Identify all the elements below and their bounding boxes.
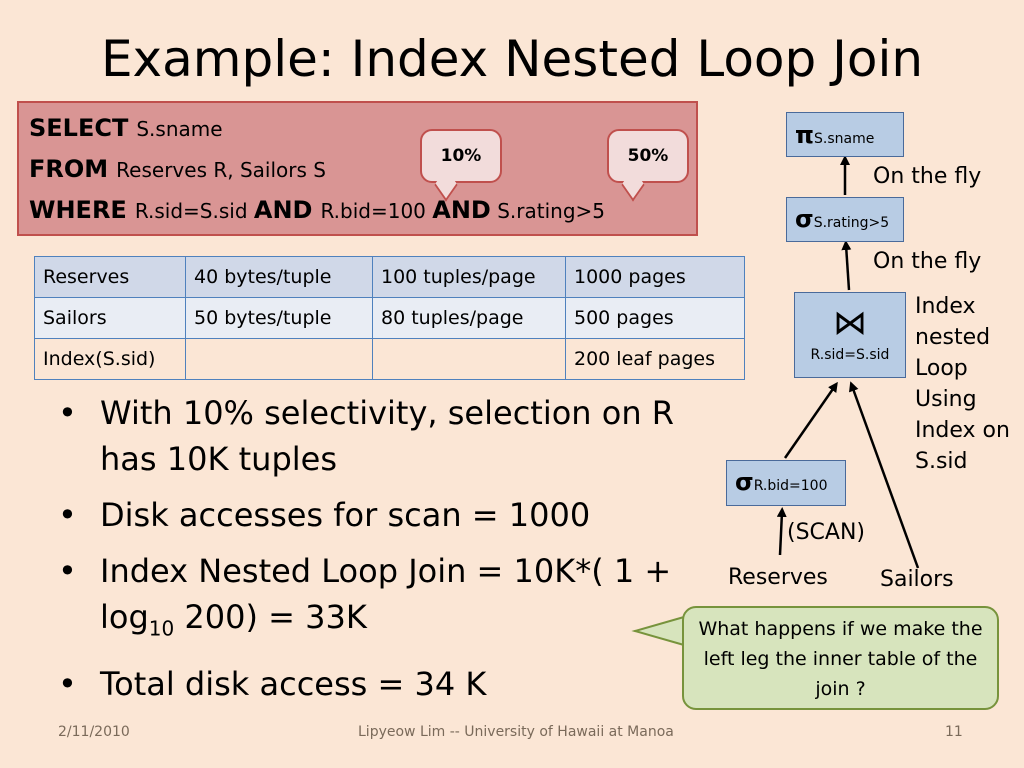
edge-selr-to-join	[783, 381, 838, 459]
selectivity-callout-50: 50%	[607, 129, 689, 202]
join-note-line: Loop	[915, 356, 968, 381]
edge-sailors-to-join	[849, 381, 920, 569]
table-cell: 1000 pages	[565, 256, 745, 298]
log-subscript: 10	[148, 616, 175, 641]
callout-50-label: 50%	[627, 146, 669, 166]
pi-symbol: π	[795, 121, 814, 149]
select-subscript: S.rating>5	[813, 215, 890, 231]
table-row: Index(S.sid) 200 leaf pages	[34, 338, 745, 380]
table-cell: Sailors	[34, 297, 186, 339]
sql-select-line: SELECT S.sname	[29, 114, 223, 142]
where-value-3: S.rating>5	[497, 199, 606, 223]
table-cell	[372, 338, 566, 380]
join-node: ⋈ R.sid=S.sid	[794, 292, 906, 378]
join-note-line: Index	[915, 294, 976, 319]
select-bid-node: σR.bid=100	[726, 460, 846, 506]
table-cell: Reserves	[34, 256, 186, 298]
scan-label: (SCAN)	[787, 520, 865, 545]
from-keyword: FROM	[29, 155, 109, 183]
edge-reserves-to-selr	[776, 507, 787, 556]
note-pointer	[631, 615, 685, 647]
sigma-symbol: σ	[795, 205, 814, 233]
from-value: Reserves R, Sailors S	[116, 158, 326, 182]
table-cell: 40 bytes/tuple	[185, 256, 373, 298]
join-note-line: nested	[915, 325, 991, 350]
and-keyword-1: AND	[253, 196, 313, 224]
bullet-text: With 10% selectivity, selection on R has…	[100, 394, 675, 478]
bullet-item: •Index Nested Loop Join = 10K*( 1 + log1…	[58, 552, 672, 641]
bullet-item: •Total disk access = 34 K	[58, 665, 487, 704]
edge-join-to-select	[841, 240, 852, 291]
join-method-note: Index nested Loop Using Index on S.sid	[915, 291, 1010, 477]
bullet-text: Total disk access = 34 K	[100, 665, 487, 704]
sailors-leaf: Sailors	[880, 567, 954, 592]
join-note-line: Using	[915, 387, 977, 412]
bullet-item: •With 10% selectivity, selection on R ha…	[58, 394, 675, 478]
footer-page-number: 11	[945, 724, 963, 740]
reserves-leaf: Reserves	[728, 565, 828, 590]
where-keyword: WHERE	[29, 196, 127, 224]
question-callout: What happens if we make the left leg the…	[682, 606, 999, 710]
where-value-1: R.sid=S.sid	[134, 199, 248, 223]
stats-table: Reserves 40 bytes/tuple 100 tuples/page …	[34, 256, 745, 380]
bullet-text-cont: 200) = 33K	[174, 598, 367, 636]
join-subscript: R.sid=S.sid	[810, 347, 890, 363]
where-value-2: R.bid=100	[320, 199, 426, 223]
footer-date: 2/11/2010	[58, 724, 130, 740]
table-cell: 100 tuples/page	[372, 256, 566, 298]
select-keyword: SELECT	[29, 114, 129, 142]
select-rating-node: σS.rating>5	[786, 197, 904, 242]
table-row: Reserves 40 bytes/tuple 100 tuples/page …	[34, 256, 745, 298]
join-note-line: Index on	[915, 418, 1010, 443]
and-keyword-2: AND	[432, 196, 491, 224]
selectivity-callout-10: 10%	[420, 129, 502, 202]
table-cell: 50 bytes/tuple	[185, 297, 373, 339]
table-cell: 80 tuples/page	[372, 297, 566, 339]
project-subscript: S.sname	[813, 131, 875, 147]
join-note-line: S.sid	[915, 449, 968, 474]
sigma-symbol: σ	[735, 468, 754, 496]
table-cell: Index(S.sid)	[34, 338, 186, 380]
callout-10-label: 10%	[440, 146, 482, 166]
on-the-fly-label-2: On the fly	[873, 249, 982, 274]
project-node: πS.sname	[786, 112, 904, 157]
table-cell: 500 pages	[565, 297, 745, 339]
join-symbol: ⋈	[833, 303, 867, 343]
table-cell	[185, 338, 373, 380]
select-bid-subscript: R.bid=100	[753, 478, 828, 494]
select-value: S.sname	[136, 117, 223, 141]
bullet-text: Index Nested Loop Join = 10K*( 1 + log	[100, 552, 672, 636]
table-row: Sailors 50 bytes/tuple 80 tuples/page 50…	[34, 297, 745, 339]
bullet-list: •With 10% selectivity, selection on R ha…	[58, 390, 718, 717]
slide-title: Example: Index Nested Loop Join	[100, 30, 924, 88]
on-the-fly-label-1: On the fly	[873, 164, 982, 189]
bullet-item: •Disk accesses for scan = 1000	[58, 496, 591, 534]
table-cell: 200 leaf pages	[565, 338, 745, 380]
bullet-text: Disk accesses for scan = 1000	[100, 496, 591, 534]
sql-from-line: FROM Reserves R, Sailors S	[29, 155, 326, 183]
footer-author: Lipyeow Lim -- University of Hawaii at M…	[358, 724, 674, 740]
